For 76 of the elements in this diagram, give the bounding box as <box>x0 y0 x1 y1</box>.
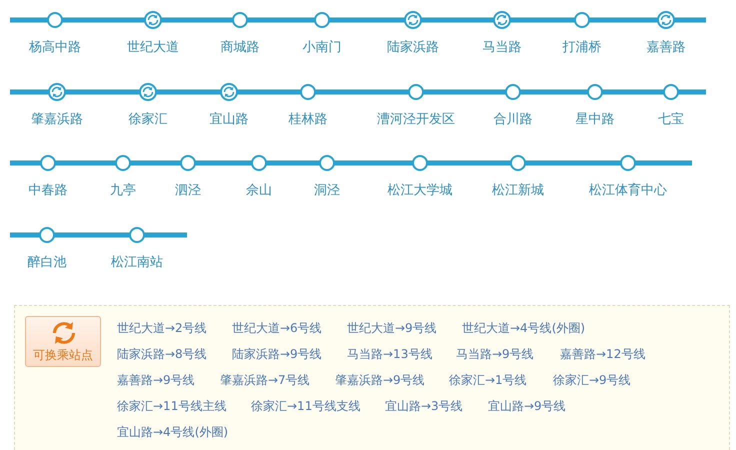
station-name: 嘉善路 <box>646 39 686 56</box>
station-name: 商城路 <box>220 39 260 56</box>
rail-line <box>237 90 301 94</box>
rail-line <box>62 18 145 22</box>
rail-line <box>589 18 658 22</box>
station-name: 杨高中路 <box>29 39 81 56</box>
transfer-line-note: 马当路→9号线 <box>456 346 534 363</box>
station-name: 陆家浜路 <box>387 39 439 56</box>
rail-line <box>334 160 413 166</box>
rail-line <box>65 90 140 94</box>
station-name: 宜山路 <box>210 111 248 128</box>
rail-line <box>525 160 621 166</box>
rail-line <box>10 90 49 94</box>
rail-line <box>10 160 41 166</box>
rail-line <box>266 160 320 166</box>
transfer-line-note: 徐家汇→11号线支线 <box>251 398 360 415</box>
station-name: 中春路 <box>28 182 68 199</box>
station-name: 小南门 <box>302 39 342 56</box>
station-name: 九亭 <box>110 182 136 199</box>
transfer-line-note: 世纪大道→9号线 <box>347 320 437 337</box>
station-name: 醉白池 <box>28 254 66 271</box>
station-name: 漕河泾开发区 <box>377 111 455 128</box>
station-name: 洞泾 <box>314 182 340 199</box>
rail-line <box>329 18 405 22</box>
rail-line <box>55 160 116 166</box>
transfer-line-note: 世纪大道→6号线 <box>232 320 322 337</box>
transfer-line-note: 世纪大道→2号线 <box>117 320 207 337</box>
station-name: 打浦桥 <box>562 39 602 56</box>
rail-line <box>602 90 664 94</box>
rail-line <box>510 18 575 22</box>
station-name: 泗泾 <box>175 182 201 199</box>
station-name: 徐家汇 <box>128 111 168 128</box>
rail-line <box>156 90 221 94</box>
transfer-line-note: 徐家汇→9号线 <box>553 372 631 389</box>
station-name: 肇嘉浜路 <box>31 111 83 128</box>
rail-line <box>54 232 130 238</box>
station-name: 合川路 <box>494 111 532 128</box>
rail-line <box>427 160 511 166</box>
station-name: 松江大学城 <box>388 182 452 199</box>
station-name: 松江体育中心 <box>589 182 667 199</box>
transfer-line-note: 世纪大道→4号线(外圈) <box>462 320 586 337</box>
transfer-line-note: 宜山路→3号线 <box>385 398 463 415</box>
transfer-line-note: 嘉善路→9号线 <box>117 372 195 389</box>
station-name: 七宝 <box>658 111 684 128</box>
rail-line <box>421 18 494 22</box>
transfer-line-note: 徐家汇→11号线主线 <box>117 398 226 415</box>
rail-line <box>678 90 706 94</box>
rail-line <box>130 160 181 166</box>
station-name: 马当路 <box>482 39 522 56</box>
station-name: 星中路 <box>576 111 614 128</box>
transfer-line-note: 马当路→13号线 <box>347 346 432 363</box>
rail-line <box>520 90 588 94</box>
transfer-line-note: 宜山路→4号线(外圈) <box>117 424 228 441</box>
rail-line <box>315 90 409 94</box>
rail-line <box>195 160 252 166</box>
rail-line <box>10 18 48 22</box>
rail-line <box>10 232 40 238</box>
rail-line <box>674 18 706 22</box>
rail-line <box>635 160 692 166</box>
transfer-line-note: 陆家浜路→8号线 <box>117 346 207 363</box>
transfer-line-note: 嘉善路→12号线 <box>560 346 646 363</box>
transfer-line-note: 陆家浜路→9号线 <box>232 346 322 363</box>
transfer-line-note: 肇嘉浜路→9号线 <box>335 372 425 389</box>
transfer-line-note: 宜山路→9号线 <box>488 398 566 415</box>
legend-text: 可换乘站点 <box>32 347 94 364</box>
transfer-line-note: 肇嘉浜路→7号线 <box>220 372 310 389</box>
station-name: 松江南站 <box>111 254 163 271</box>
station-name: 世纪大道 <box>127 39 179 56</box>
rail-line <box>247 18 315 22</box>
rail-line <box>423 90 506 94</box>
station-name: 松江新城 <box>492 182 544 199</box>
rail-line <box>144 232 187 238</box>
station-name: 佘山 <box>246 182 272 199</box>
rail-line <box>161 18 233 22</box>
station-name: 桂林路 <box>288 111 328 128</box>
transfer-line-note: 徐家汇→1号线 <box>449 372 527 389</box>
